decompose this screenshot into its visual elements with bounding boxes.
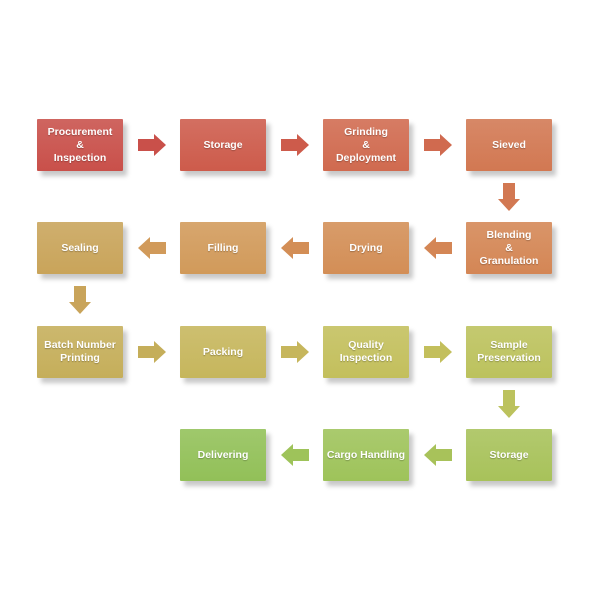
flow-arrow-7 (137, 237, 166, 259)
arrow-left-icon (280, 444, 309, 466)
flow-arrow-3 (423, 134, 452, 156)
arrow-down-icon (498, 389, 520, 418)
flow-arrow-11 (423, 341, 452, 363)
flow-arrow-12 (498, 389, 520, 418)
arrow-right-icon (137, 134, 166, 156)
flow-arrow-2 (280, 134, 309, 156)
process-step-3: Grinding & Deployment (323, 119, 409, 171)
process-step-8: Sealing (37, 222, 123, 274)
flow-arrow-5 (423, 237, 452, 259)
flow-arrow-14 (280, 444, 309, 466)
process-step-13: Storage (466, 429, 552, 481)
flow-arrow-9 (137, 341, 166, 363)
process-step-2: Storage (180, 119, 266, 171)
flow-arrow-13 (423, 444, 452, 466)
flow-arrow-8 (69, 286, 91, 314)
flow-arrow-4 (498, 182, 520, 211)
arrow-right-icon (423, 341, 452, 363)
arrow-left-icon (280, 237, 309, 259)
process-step-4: Sieved (466, 119, 552, 171)
arrow-left-icon (137, 237, 166, 259)
flow-arrow-1 (137, 134, 166, 156)
process-step-15: Delivering (180, 429, 266, 481)
process-step-11: Quality Inspection (323, 326, 409, 378)
arrow-right-icon (280, 134, 309, 156)
process-step-5: Blending & Granulation (466, 222, 552, 274)
process-step-7: Filling (180, 222, 266, 274)
process-step-14: Cargo Handling (323, 429, 409, 481)
flow-arrow-10 (280, 341, 309, 363)
process-step-10: Packing (180, 326, 266, 378)
arrow-right-icon (137, 341, 166, 363)
arrow-right-icon (280, 341, 309, 363)
process-step-12: Sample Preservation (466, 326, 552, 378)
arrow-down-icon (498, 182, 520, 211)
process-step-1: Procurement & Inspection (37, 119, 123, 171)
process-step-6: Drying (323, 222, 409, 274)
arrow-left-icon (423, 237, 452, 259)
flow-arrow-6 (280, 237, 309, 259)
arrow-left-icon (423, 444, 452, 466)
arrow-right-icon (423, 134, 452, 156)
process-step-9: Batch Number Printing (37, 326, 123, 378)
arrow-down-icon (69, 286, 91, 314)
